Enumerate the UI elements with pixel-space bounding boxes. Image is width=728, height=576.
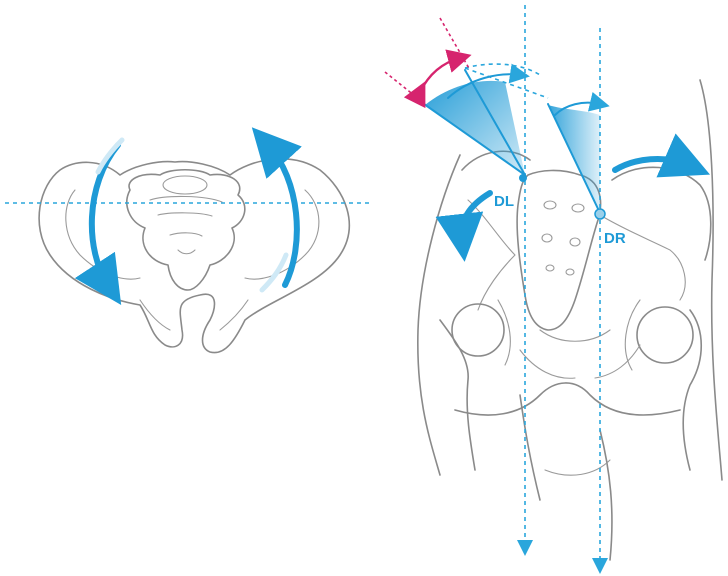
pink-reference-line-upper bbox=[440, 18, 470, 70]
rotation-arrow-down bbox=[92, 145, 118, 285]
dl-joint-marker bbox=[519, 174, 527, 182]
left-hip-rotation-arrow bbox=[462, 193, 490, 238]
pink-angle-arc bbox=[420, 58, 460, 92]
sacral-foramina bbox=[542, 201, 584, 275]
dr-label: DR bbox=[604, 230, 626, 247]
pink-reference-line-lower bbox=[385, 72, 425, 104]
dr-joint-marker bbox=[595, 209, 605, 219]
dl-label: DL bbox=[494, 193, 514, 210]
pelvis-top-view bbox=[5, 140, 372, 353]
pelvis-posterior-view: DL DR bbox=[385, 5, 722, 566]
right-hip-rotation-arrow bbox=[615, 159, 688, 170]
left-tilt-wedge bbox=[425, 81, 525, 175]
